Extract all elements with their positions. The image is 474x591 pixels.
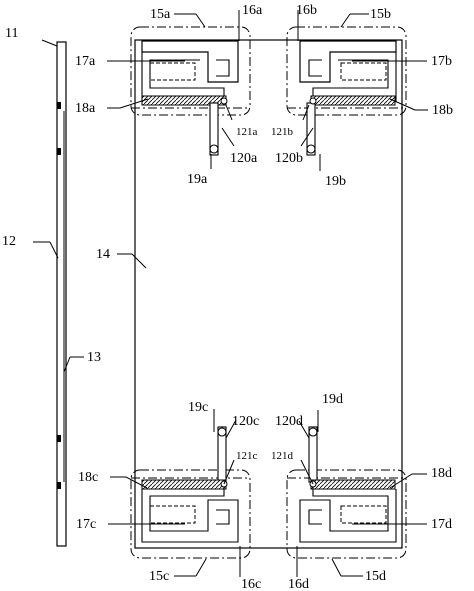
label-18b: 18b (432, 103, 453, 118)
side-view-strip (56, 41, 67, 547)
module-a-via (220, 97, 228, 105)
module-b-via (309, 97, 317, 105)
label-120b: 120b (275, 151, 303, 166)
label-15d: 15d (365, 569, 386, 584)
module-b-feed-point (306, 144, 316, 154)
label-12: 12 (2, 234, 16, 249)
label-19c: 19c (188, 400, 208, 415)
label-18c: 18c (78, 470, 98, 485)
module-b-chip (340, 62, 387, 81)
label-17b: 17b (431, 54, 452, 69)
label-19d: 19d (322, 392, 343, 407)
module-c-antenna-arm (141, 484, 239, 543)
module-b-antenna-arm (312, 52, 397, 102)
module-a-antenna-arm (141, 52, 225, 102)
label-11: 11 (5, 26, 18, 41)
module-b-ground-hatch (310, 95, 396, 106)
substrate-body (134, 39, 403, 549)
module-a-feed-line (209, 102, 219, 156)
label-121b: 121b (271, 126, 294, 138)
module-d-slot (308, 509, 322, 525)
module-b (286, 26, 407, 156)
side-view (56, 41, 67, 547)
label-15b: 15b (370, 7, 391, 22)
module-a-chip (149, 62, 196, 81)
label-17d: 17d (431, 517, 452, 532)
module-c-ground-hatch (141, 479, 227, 490)
module-c (130, 426, 251, 559)
module-c-chip (149, 505, 196, 524)
label-120c: 120c (232, 414, 259, 429)
label-15a: 15a (150, 7, 171, 22)
reference-labels: 11 12 13 14 15a 15b 15c 15d 16a 16b 16c … (2, 3, 453, 591)
module-d (286, 426, 407, 559)
module-d-chip (340, 505, 387, 524)
module-d-ground-hatch (310, 479, 396, 490)
label-14: 14 (96, 247, 110, 262)
leader-lines (33, 10, 428, 577)
label-16b: 16b (296, 3, 317, 18)
side-view-marker-4 (57, 482, 61, 489)
label-18a: 18a (75, 101, 96, 116)
label-121c: 121c (236, 450, 258, 462)
module-c-feed-point (217, 427, 227, 437)
label-15c: 15c (149, 569, 169, 584)
module-c-slot (216, 509, 230, 525)
label-16a: 16a (242, 3, 263, 18)
label-17c: 17c (76, 517, 96, 532)
label-120d: 120d (275, 414, 303, 429)
side-view-marker-1 (57, 102, 61, 109)
label-18d: 18d (431, 466, 452, 481)
label-121d: 121d (271, 450, 294, 462)
side-view-marker-3 (57, 435, 61, 442)
module-a (130, 26, 251, 156)
module-a-slot (216, 59, 230, 77)
module-b-slot (308, 59, 322, 77)
label-16d: 16d (288, 577, 309, 591)
label-16c: 16c (241, 577, 261, 591)
label-13: 13 (87, 350, 101, 365)
label-19b: 19b (325, 174, 346, 189)
label-121a: 121a (236, 126, 258, 138)
module-d-feed-point (308, 427, 318, 437)
label-19a: 19a (187, 172, 208, 187)
label-17a: 17a (75, 54, 96, 69)
module-a-feed-point (209, 144, 219, 154)
side-view-marker-2 (57, 148, 61, 155)
label-120a: 120a (230, 151, 258, 166)
module-d-antenna-arm (299, 484, 397, 543)
